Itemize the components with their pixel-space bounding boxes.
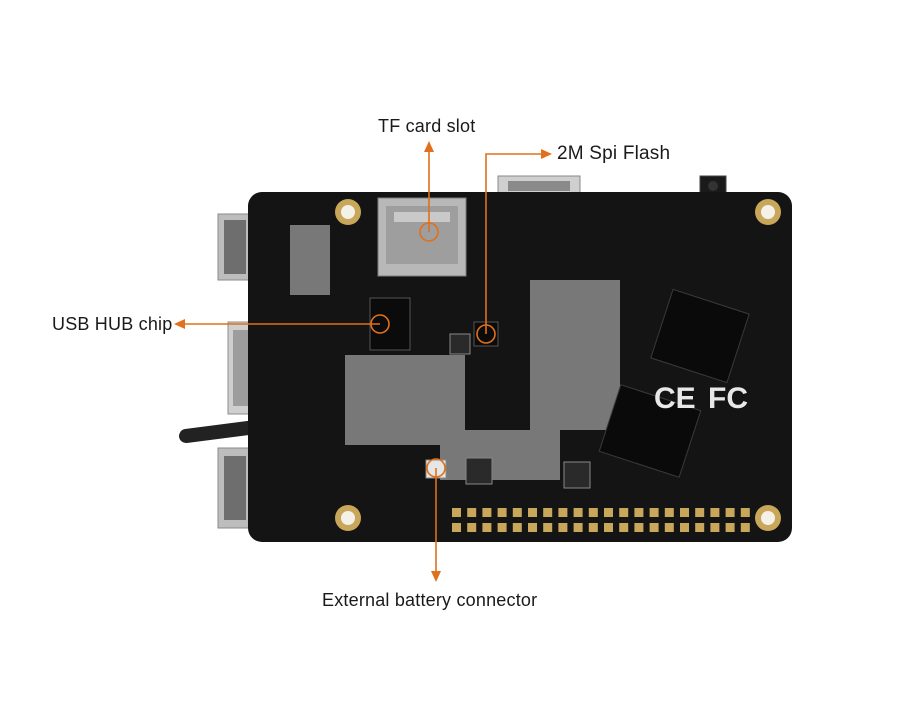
- gpio-pin: [634, 523, 644, 532]
- gpio-pin: [619, 523, 629, 532]
- usb-hub-chip-label: USB HUB chip: [52, 314, 173, 334]
- inductor: [563, 461, 591, 489]
- gpio-pin: [725, 523, 735, 532]
- gpio-pin: [573, 523, 583, 532]
- gpio-pin: [497, 523, 507, 532]
- gpio-pin: [528, 523, 537, 532]
- gpio-pin: [482, 523, 492, 532]
- gpio-pin: [467, 508, 477, 517]
- gpio-pin: [680, 508, 689, 517]
- gpio-pin: [695, 523, 705, 532]
- mounting-hole: [335, 199, 361, 225]
- gpio-pin: [528, 508, 537, 517]
- gpio-pin: [649, 523, 659, 532]
- ce-mark: CE: [654, 382, 696, 415]
- gpio-pin: [543, 508, 553, 517]
- fcc-mark: FC: [708, 382, 748, 415]
- gpio-pin: [619, 508, 629, 517]
- tf-card-slot-label: TF card slot: [378, 116, 476, 136]
- gpio-pin: [604, 523, 613, 532]
- gpio-pin: [740, 523, 750, 532]
- gpio-pin: [634, 508, 644, 517]
- callout-line-usb: [174, 314, 390, 334]
- gpio-pin: [649, 508, 659, 517]
- gpio-pin: [740, 508, 750, 517]
- gpio-header: [452, 508, 750, 532]
- gpio-pin: [588, 523, 598, 532]
- callout-line-battery: [426, 458, 446, 582]
- spi-flash-label: 2M Spi Flash: [557, 143, 671, 164]
- callout-line-spi: [476, 149, 552, 344]
- gpio-pin: [467, 523, 477, 532]
- gpio-pin: [497, 508, 507, 517]
- gpio-pin: [512, 508, 522, 517]
- inductor: [449, 333, 471, 355]
- mounting-hole: [755, 199, 781, 225]
- gpio-pin: [664, 523, 674, 532]
- gpio-pin: [588, 508, 598, 517]
- gpio-pin: [543, 523, 553, 532]
- gpio-pin: [558, 508, 568, 517]
- gpio-pin: [558, 523, 568, 532]
- battery-connector-label: External battery connector: [322, 590, 538, 610]
- gpio-pin: [482, 508, 492, 517]
- inductor: [465, 457, 493, 485]
- gpio-pin: [452, 523, 461, 532]
- gpio-pin: [452, 508, 461, 517]
- callout-line-tf: [419, 141, 439, 242]
- tf-card-slot: [377, 197, 467, 277]
- gpio-pin: [573, 508, 583, 517]
- gpio-pin: [695, 508, 705, 517]
- left-usb-connector-bottom: [217, 447, 253, 529]
- cable: [179, 421, 255, 443]
- gpio-pin: [604, 508, 613, 517]
- ram-chip: [598, 384, 702, 478]
- gpio-pin: [710, 508, 720, 517]
- left-usb-connector-top: [217, 213, 253, 281]
- gpio-pin: [710, 523, 720, 532]
- ram-chip: [650, 288, 750, 384]
- mounting-hole: [755, 505, 781, 531]
- gpio-pin: [725, 508, 735, 517]
- gpio-pin: [680, 523, 689, 532]
- gpio-pin: [512, 523, 522, 532]
- gpio-pin: [664, 508, 674, 517]
- mounting-hole: [335, 505, 361, 531]
- component-area: [290, 225, 620, 480]
